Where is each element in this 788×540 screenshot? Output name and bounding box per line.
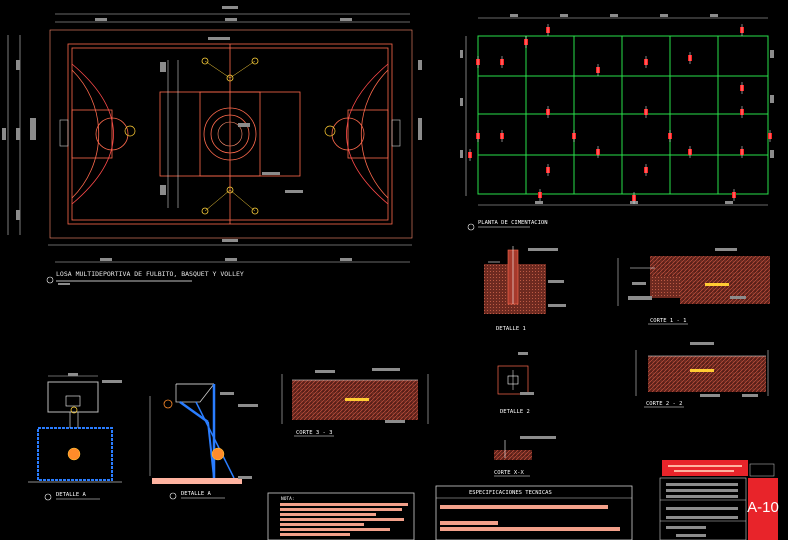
sheet-badge xyxy=(748,478,778,540)
detalle-a-front: DETALLE A xyxy=(28,373,122,501)
corte-2-2-title: CORTE 2 - 2 xyxy=(646,401,682,407)
detalle-1-title: DETALLE 1 xyxy=(496,326,526,332)
pillar-markers xyxy=(468,24,772,204)
corte-x-x: CORTE X-X xyxy=(494,436,556,477)
sheet-code: A-10 xyxy=(747,499,779,516)
corte-1-1: CORTE 1 - 1 xyxy=(617,248,770,325)
detalle-a-right-title: DETALLE A xyxy=(181,491,211,497)
corte-x-x-title: CORTE X-X xyxy=(494,470,524,476)
detalle-a-left-title: DETALLE A xyxy=(56,492,86,498)
foundation-plan: PLANTA DE CIMENTACION xyxy=(460,14,774,231)
corte-3-3: CORTE 3 - 3 xyxy=(281,368,429,437)
nota-heading: NOTA: xyxy=(281,496,295,502)
detalle-2-title: DETALLE 2 xyxy=(500,409,530,415)
court-plan-title: LOSA MULTIDEPORTIVA DE FULBITO, BASQUET … xyxy=(56,270,244,278)
title-block: A-10 xyxy=(659,460,779,540)
corte-3-3-title: CORTE 3 - 3 xyxy=(296,430,332,436)
detalle-1: DETALLE 1 xyxy=(484,246,566,332)
foundation-plan-title: PLANTA DE CIMENTACION xyxy=(478,220,548,226)
corte-1-1-title: CORTE 1 - 1 xyxy=(650,318,686,324)
detalle-2: DETALLE 2 xyxy=(497,352,534,415)
especificaciones-box: ESPECIFICACIONES TECNICAS xyxy=(435,485,633,540)
detalle-a-side: DETALLE A xyxy=(149,383,258,500)
court-plan: LOSA MULTIDEPORTIVA DE FULBITO, BASQUET … xyxy=(2,6,422,285)
nota-box: NOTA: xyxy=(267,492,415,540)
corte-2-2: CORTE 2 - 2 xyxy=(635,342,769,408)
especificaciones-title: ESPECIFICACIONES TECNICAS xyxy=(469,490,552,496)
